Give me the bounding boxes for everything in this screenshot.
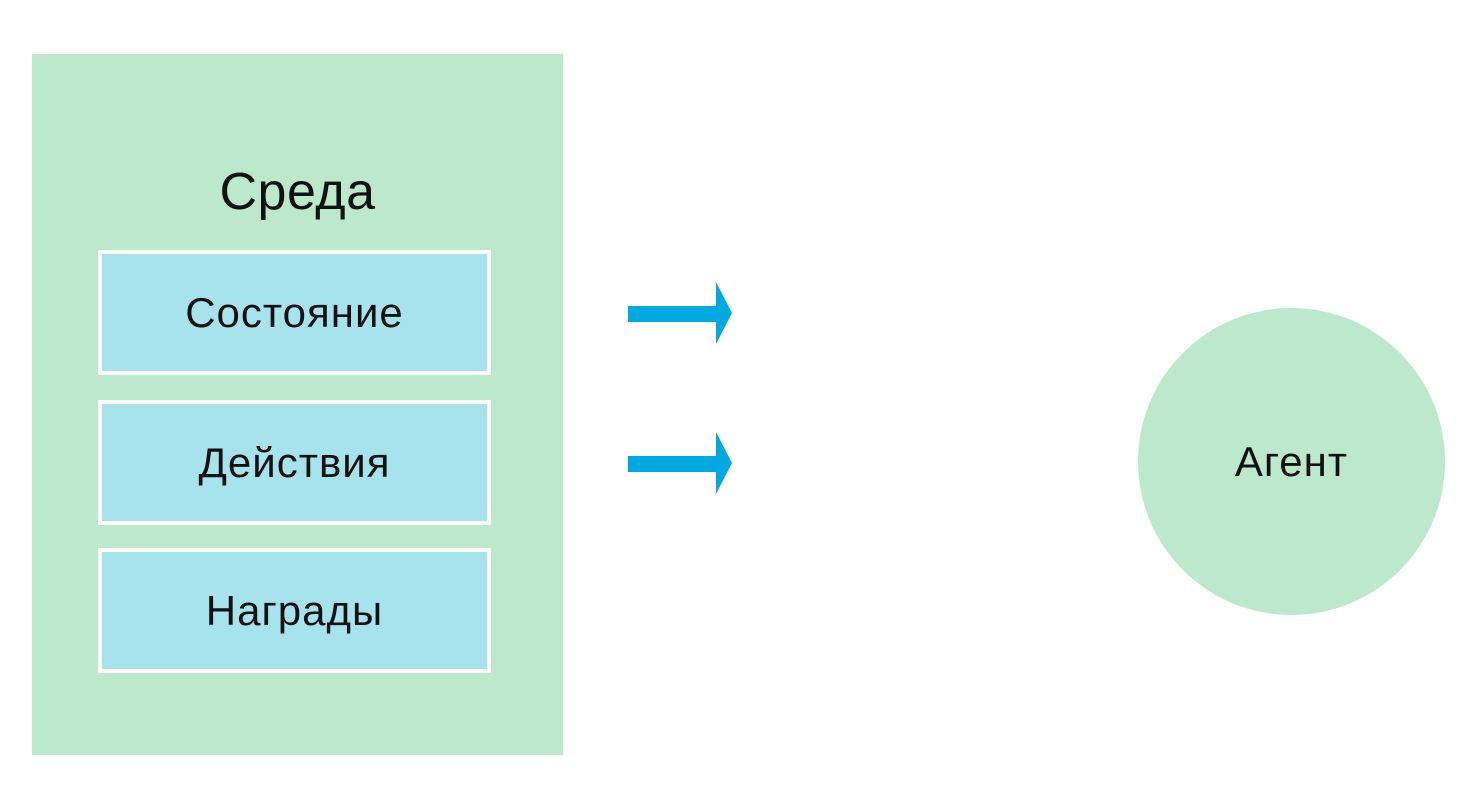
- environment-item-label: Действия: [198, 438, 391, 486]
- environment-item-label: Награды: [205, 586, 384, 634]
- agent-node: Агент: [1138, 308, 1445, 615]
- environment-item-label: Состояние: [185, 288, 404, 336]
- environment-title: Среда: [219, 163, 376, 221]
- environment-panel: Среда Состояние Действия Награды: [32, 54, 563, 755]
- right-arrow-icon: [628, 432, 732, 494]
- right-arrow-icon: [628, 282, 732, 344]
- agent-label: Агент: [1234, 437, 1349, 485]
- environment-item-state: Состояние: [98, 250, 491, 375]
- environment-item-actions: Действия: [98, 400, 491, 525]
- environment-item-rewards: Награды: [98, 548, 491, 673]
